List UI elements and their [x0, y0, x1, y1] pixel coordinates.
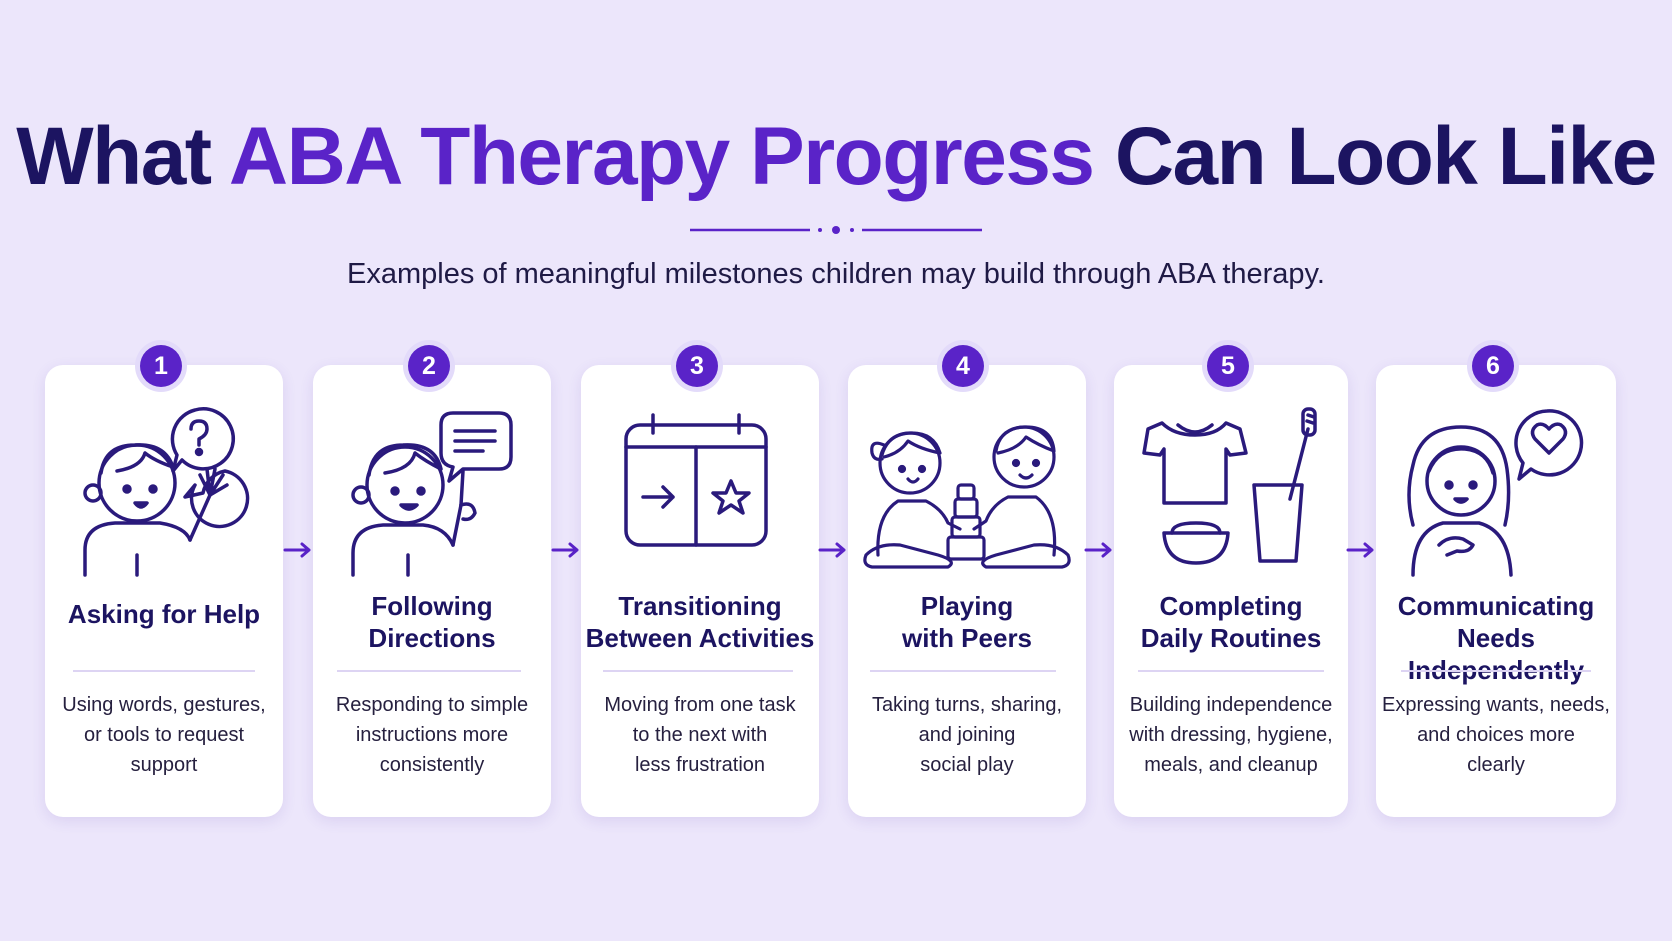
milestone-description-1-line-3: support	[130, 754, 198, 776]
milestone-description-4-line-1: Taking turns, sharing,	[871, 694, 1063, 716]
child-raising-hand-question-bubble-icon	[45, 405, 283, 585]
milestone-title-2-line-1: Following	[371, 591, 493, 621]
milestone-description-6-line-2: and choices more	[1417, 724, 1575, 746]
milestone-card-3	[581, 365, 819, 817]
milestone-card-5	[1114, 365, 1348, 817]
calendar-arrow-star-icon	[581, 405, 819, 585]
milestone-description-5-line-2: with dressing, hygiene,	[1129, 724, 1333, 746]
two-children-stacking-blocks-icon	[848, 405, 1086, 585]
milestone-title-2: Following Directions	[313, 590, 551, 654]
milestone-title-6-line-1: Communicating	[1397, 591, 1595, 621]
card-separator-2	[337, 670, 521, 672]
milestone-title-1-line-1: Asking for Help	[67, 599, 261, 629]
milestone-description-3: Moving from one task to the next with le…	[581, 690, 819, 780]
milestone-title-4-line-2: with Peers	[901, 623, 1033, 653]
milestone-card-4	[848, 365, 1086, 817]
milestone-description-2-line-1: Responding to simple	[335, 694, 529, 716]
card-separator-6	[1401, 670, 1591, 672]
arrow-right-icon	[551, 542, 579, 558]
card-separator-4	[870, 670, 1056, 672]
card-separator-3	[603, 670, 793, 672]
title-divider	[690, 226, 982, 234]
milestone-description-3-line-2: to the next with	[632, 724, 768, 746]
milestone-description-3-line-1: Moving from one task	[604, 694, 796, 716]
milestone-title-1: Asking for Help	[45, 598, 283, 630]
milestone-description-6-line-3: clearly	[1467, 754, 1525, 776]
milestone-description-2-line-3: consistently	[379, 754, 485, 776]
milestone-title-3: Transitioning Between Activities	[581, 590, 819, 654]
step-badge-2: 2	[408, 345, 450, 387]
card-separator-1	[73, 670, 255, 672]
step-badge-5: 5	[1207, 345, 1249, 387]
milestone-description-6: Expressing wants, needs, and choices mor…	[1377, 690, 1615, 780]
milestone-description-5: Building independence with dressing, hyg…	[1112, 690, 1350, 780]
milestone-description-3-line-3: less frustration	[634, 754, 766, 776]
milestone-title-4-line-1: Playing	[920, 591, 1014, 621]
arrow-right-icon	[283, 542, 311, 558]
milestone-title-3-line-1: Transitioning	[618, 591, 782, 621]
milestone-description-6-line-1: Expressing wants, needs,	[1382, 694, 1610, 716]
arrow-right-icon	[1346, 542, 1374, 558]
title-part-1: What	[16, 111, 229, 202]
milestone-description-1-line-1: Using words, gestures,	[62, 694, 266, 716]
milestone-description-2: Responding to simple instructions more c…	[313, 690, 551, 780]
milestone-title-3-line-2: Between Activities	[585, 623, 815, 653]
title-part-2: Can Look Like	[1093, 111, 1657, 202]
step-badge-6: 6	[1472, 345, 1514, 387]
milestone-description-4-line-3: social play	[920, 754, 1014, 776]
milestone-description-5-line-1: Building independence	[1129, 694, 1333, 716]
subtitle: Examples of meaningful milestones childr…	[347, 258, 1325, 290]
milestone-title-5-line-1: Completing	[1159, 591, 1303, 621]
milestone-description-5-line-3: meals, and cleanup	[1144, 754, 1318, 776]
milestone-title-5-line-2: Daily Routines	[1140, 623, 1322, 653]
step-badge-1: 1	[140, 345, 182, 387]
shirt-bowl-toothbrush-cup-icon	[1112, 405, 1350, 585]
milestone-description-1: Using words, gestures, or tools to reque…	[45, 690, 283, 780]
child-pointing-speech-bubble-icon	[313, 405, 551, 585]
milestone-description-2-line-2: instructions more	[355, 724, 509, 746]
milestone-description-1-line-2: or tools to request	[83, 724, 245, 746]
card-separator-5	[1138, 670, 1324, 672]
girl-heart-speech-bubble-icon	[1377, 405, 1615, 585]
milestone-description-4-line-2: and joining	[918, 724, 1016, 746]
title-accent: ABA Therapy Progress	[228, 111, 1095, 202]
step-badge-4: 4	[942, 345, 984, 387]
milestone-description-4: Taking turns, sharing, and joining socia…	[848, 690, 1086, 780]
milestone-title-2-line-2: Directions	[368, 623, 496, 653]
milestone-title-4: Playing with Peers	[848, 590, 1086, 654]
arrow-right-icon	[818, 542, 846, 558]
page-title: What ABA Therapy Progress Can Look Like	[0, 110, 1672, 204]
step-badge-3: 3	[676, 345, 718, 387]
arrow-right-icon	[1084, 542, 1112, 558]
milestone-title-5: Completing Daily Routines	[1112, 590, 1350, 654]
milestone-title-6-line-2: Needs Independently	[1407, 623, 1585, 685]
milestone-card-1	[45, 365, 283, 817]
